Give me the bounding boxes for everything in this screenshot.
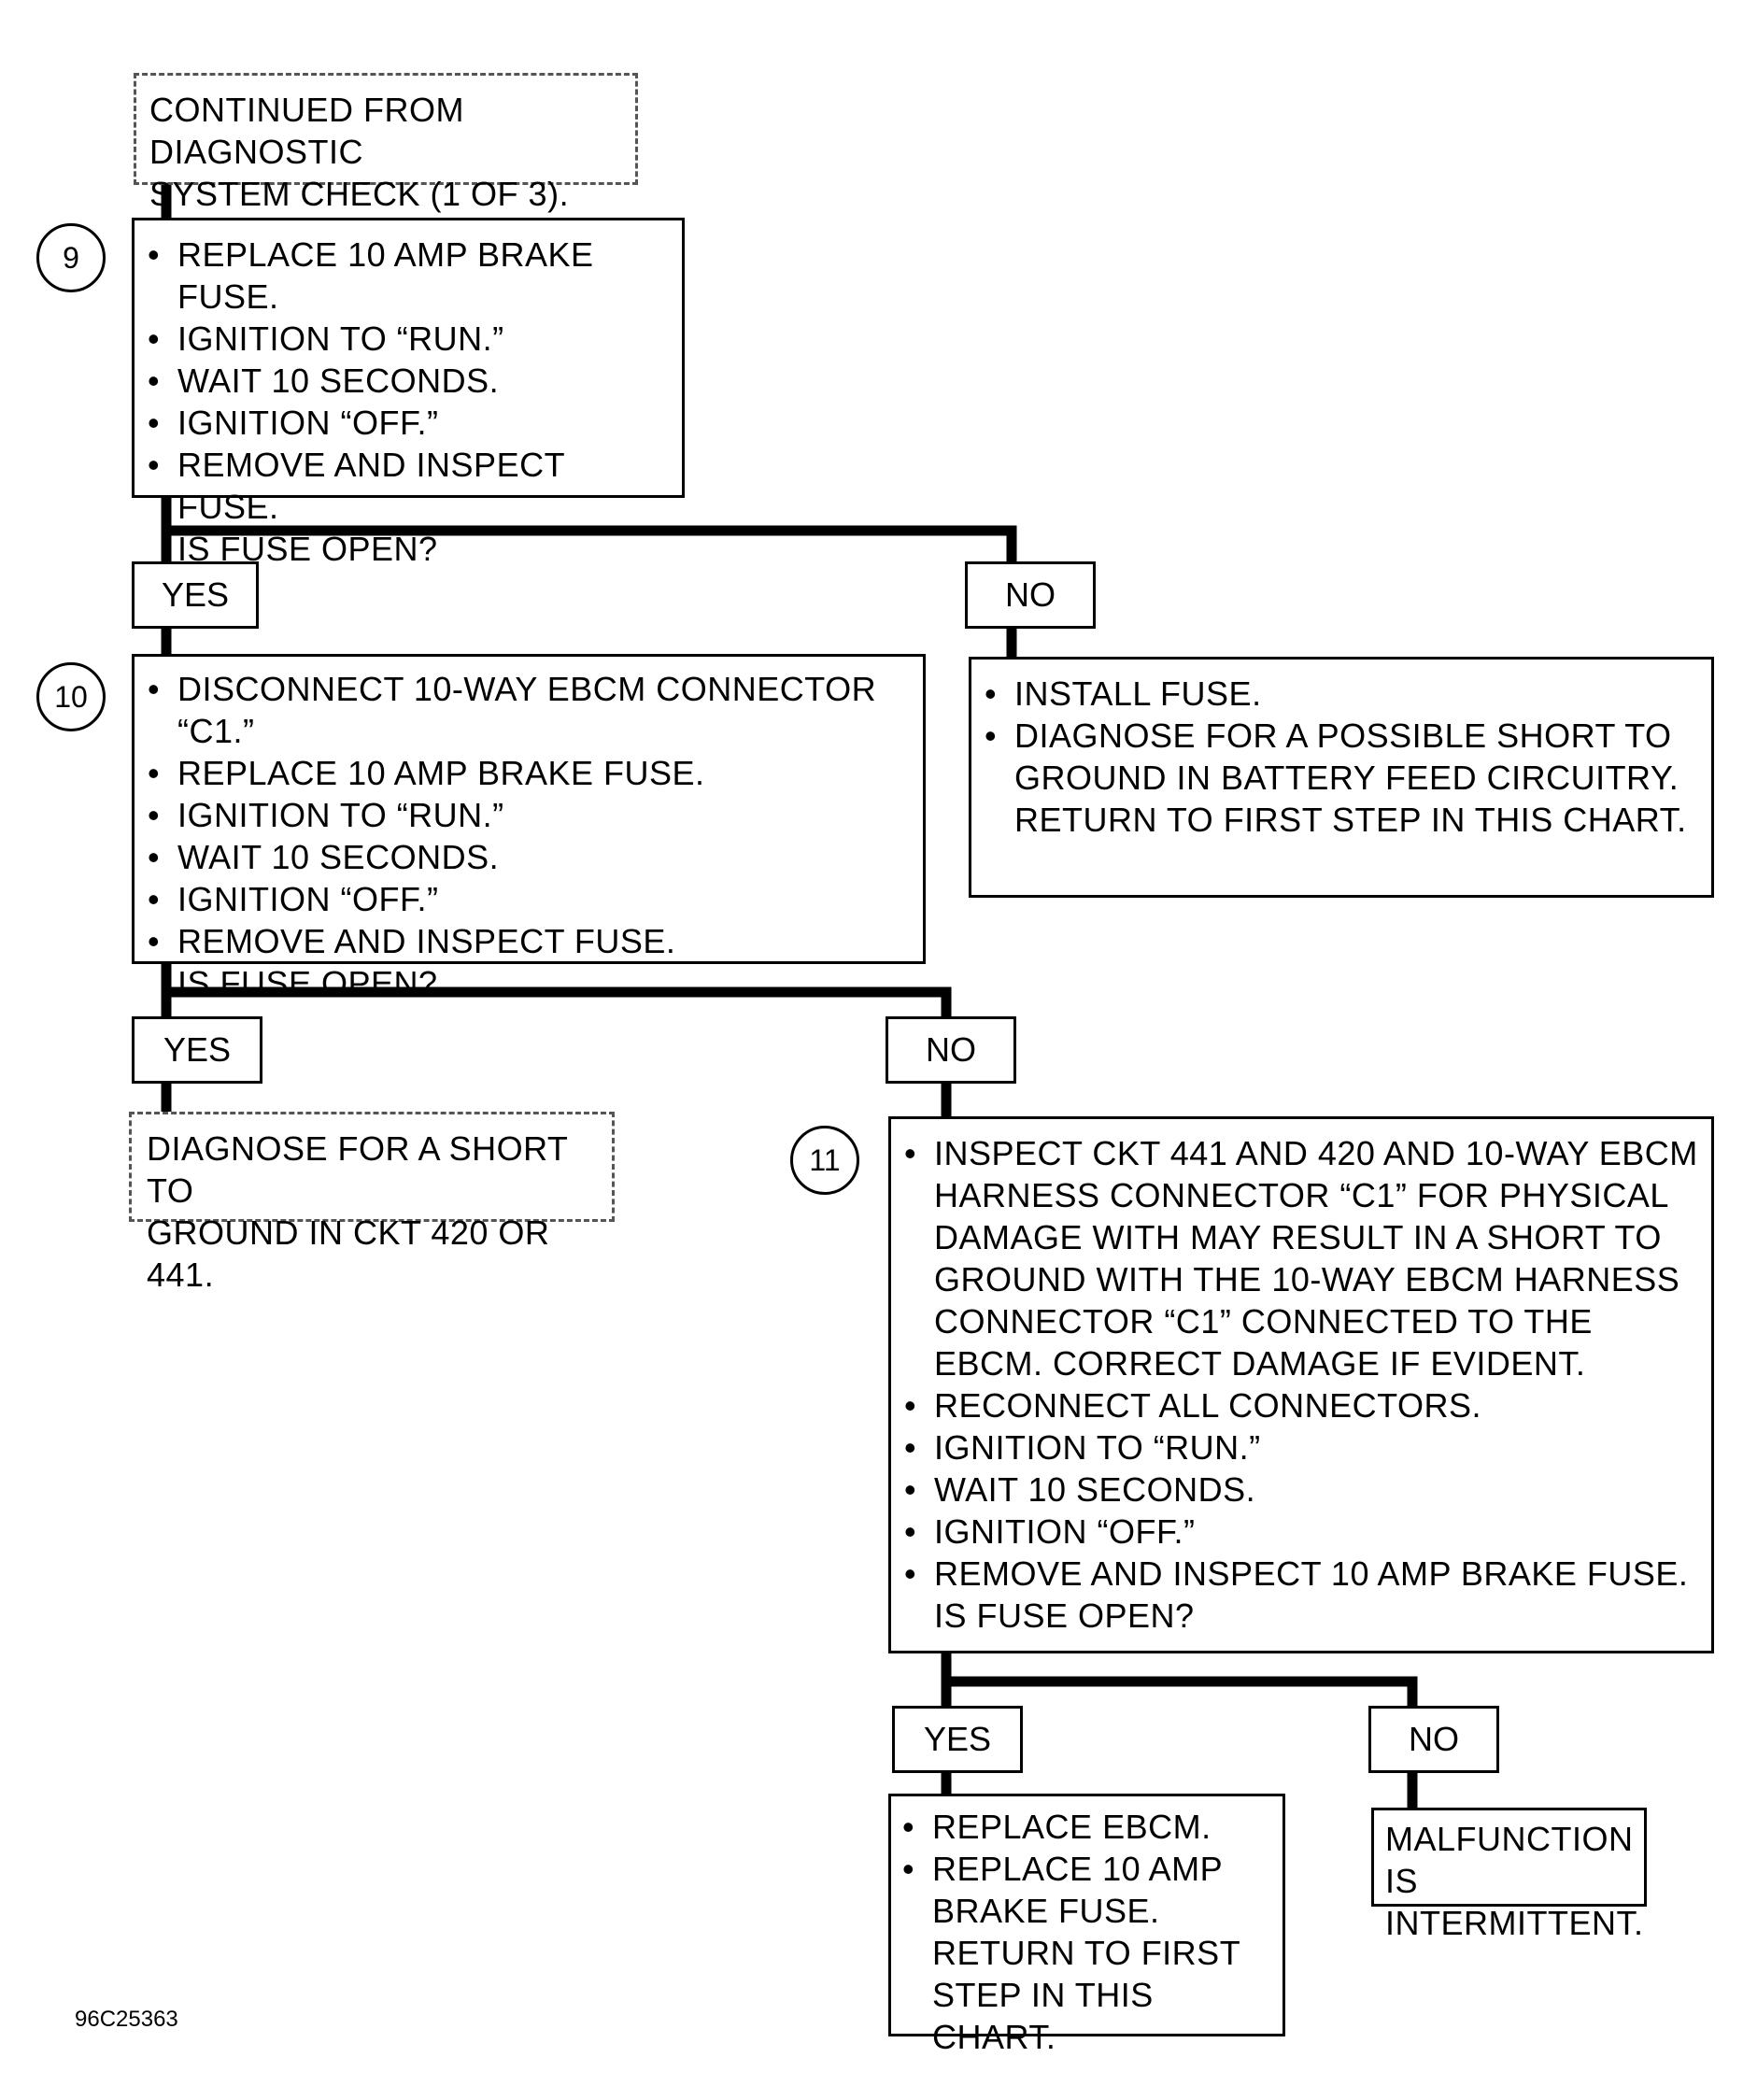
step-10-instruction: IGNITION “OFF.” bbox=[146, 878, 912, 920]
step-9-instruction: REMOVE AND INSPECT FUSE. bbox=[146, 444, 671, 528]
step-10-instruction: WAIT 10 SECONDS. bbox=[146, 836, 912, 878]
step-9-instruction: REPLACE 10 AMP BRAKE FUSE. bbox=[146, 234, 671, 318]
step-10-yes-label: YES bbox=[132, 1016, 262, 1084]
step-11-no-action-line: MALFUNCTION IS bbox=[1385, 1820, 1634, 1900]
step-11-number: 11 bbox=[790, 1126, 859, 1195]
step-9-no-label: NO bbox=[965, 561, 1096, 629]
step-9-no-action-item: DIAGNOSE FOR A POSSIBLE SHORT TO GROUND … bbox=[983, 715, 1700, 841]
step-11-instruction: WAIT 10 SECONDS. bbox=[902, 1469, 1700, 1511]
step-11-instruction: INSPECT CKT 441 AND 420 AND 10-WAY EBCM … bbox=[902, 1132, 1700, 1384]
step-10-yes-action-line: DIAGNOSE FOR A SHORT TO bbox=[147, 1129, 568, 1210]
step-11-yes-action-item: REPLACE EBCM. bbox=[900, 1806, 1273, 1848]
step-11-yes-action-box: REPLACE EBCM. REPLACE 10 AMP BRAKE FUSE.… bbox=[888, 1794, 1285, 2056]
step-10-no-label: NO bbox=[886, 1016, 1016, 1084]
start-box-line: SYSTEM CHECK (1 OF 3). bbox=[149, 175, 570, 213]
step-11-yes-label: YES bbox=[892, 1706, 1023, 1773]
step-9-instruction: IGNITION “OFF.” bbox=[146, 402, 671, 444]
step-11-question: IS FUSE OPEN? bbox=[934, 1596, 1195, 1635]
step-11-no-label: NO bbox=[1368, 1706, 1499, 1773]
step-11-instruction: RECONNECT ALL CONNECTORS. bbox=[902, 1384, 1700, 1426]
step-9-no-action-item: INSTALL FUSE. bbox=[983, 673, 1700, 715]
step-9-box: REPLACE 10 AMP BRAKE FUSE. IGNITION TO “… bbox=[132, 218, 685, 568]
step-9-no-action-box: INSTALL FUSE. DIAGNOSE FOR A POSSIBLE SH… bbox=[969, 657, 1714, 898]
step-11-yes-action-item: REPLACE 10 AMP BRAKE FUSE. RETURN TO FIR… bbox=[900, 1848, 1273, 2058]
step-10-number: 10 bbox=[36, 662, 106, 731]
step-10-question: IS FUSE OPEN? bbox=[177, 964, 438, 1002]
step-10-yes-action-line: GROUND IN CKT 420 OR 441. bbox=[147, 1213, 550, 1294]
step-10-instruction: IGNITION TO “RUN.” bbox=[146, 794, 912, 836]
step-11-instruction: IGNITION “OFF.” bbox=[902, 1511, 1700, 1553]
step-9-instruction: IGNITION TO “RUN.” bbox=[146, 318, 671, 360]
start-box-line: CONTINUED FROM DIAGNOSTIC bbox=[149, 91, 464, 171]
step-11-instruction: REMOVE AND INSPECT 10 AMP BRAKE FUSE. bbox=[902, 1553, 1700, 1595]
connector-step10-branches bbox=[161, 954, 952, 1026]
step-11-no-action-line: INTERMITTENT. bbox=[1385, 1904, 1644, 1942]
step-9-yes-label: YES bbox=[132, 561, 259, 629]
step-10-instruction: REMOVE AND INSPECT FUSE. bbox=[146, 920, 912, 962]
step-10-instruction: REPLACE 10 AMP BRAKE FUSE. bbox=[146, 752, 912, 794]
step-11-box: INSPECT CKT 441 AND 420 AND 10-WAY EBCM … bbox=[888, 1116, 1714, 1653]
start-box: CONTINUED FROM DIAGNOSTIC SYSTEM CHECK (… bbox=[134, 73, 638, 213]
figure-id: 96C25363 bbox=[75, 2007, 178, 2032]
step-10-instruction: DISCONNECT 10-WAY EBCM CONNECTOR “C1.” bbox=[146, 668, 912, 752]
connector-step11-branches bbox=[941, 1643, 1418, 1715]
step-10-box: DISCONNECT 10-WAY EBCM CONNECTOR “C1.” R… bbox=[132, 654, 926, 1002]
step-10-yes-action-box: DIAGNOSE FOR A SHORT TO GROUND IN CKT 42… bbox=[129, 1112, 615, 1294]
step-9-number: 9 bbox=[36, 223, 106, 292]
step-11-instruction: IGNITION TO “RUN.” bbox=[902, 1426, 1700, 1469]
step-11-no-action-box: MALFUNCTION IS INTERMITTENT. bbox=[1371, 1808, 1647, 1942]
step-9-instruction: WAIT 10 SECONDS. bbox=[146, 360, 671, 402]
